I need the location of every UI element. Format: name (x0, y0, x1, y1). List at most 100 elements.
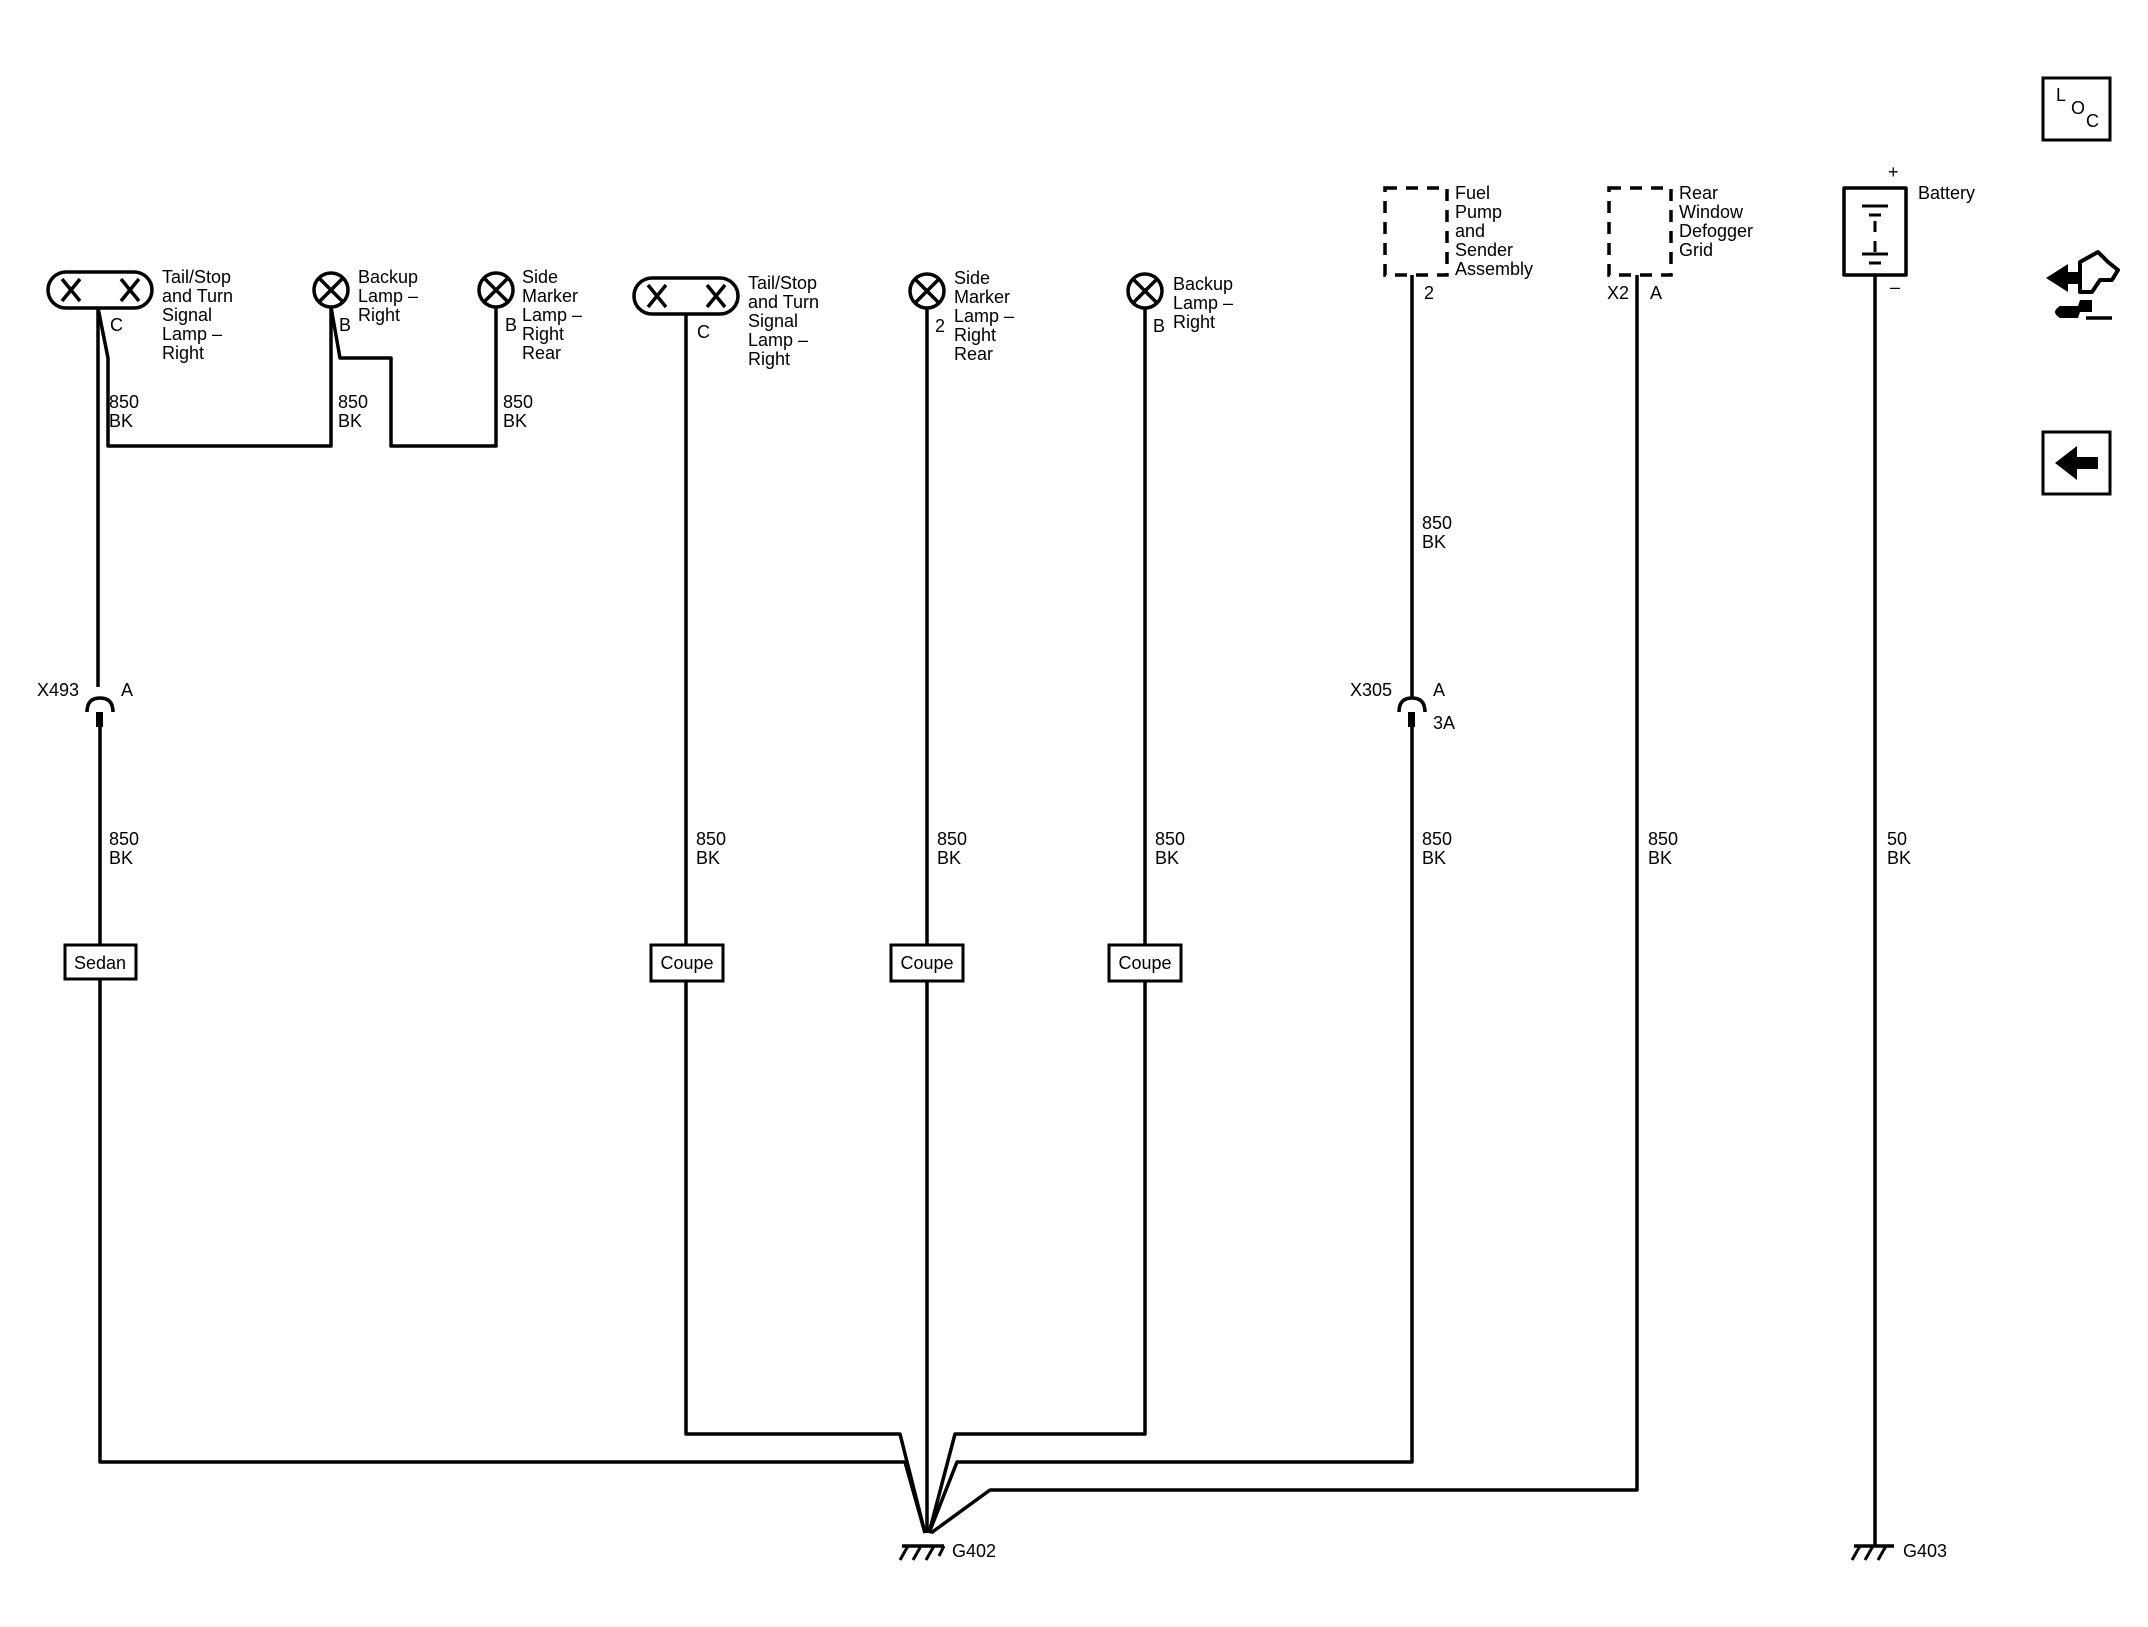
label-line: Fuel (1455, 183, 1490, 203)
defogger-module[interactable] (1607, 186, 1673, 277)
back-arrow-icon[interactable] (2041, 430, 2112, 496)
pin-label: C (110, 315, 123, 335)
coupe-backup-lamp[interactable] (1126, 272, 1164, 310)
label-line: Right (748, 349, 790, 369)
label-line: BK (696, 848, 720, 868)
label-line: Lamp – (1173, 293, 1233, 313)
fuel-pump-module[interactable] (1383, 186, 1449, 277)
ground-g403 (1850, 1544, 1894, 1561)
wire-sedan-tail (96, 307, 333, 448)
battery-plus: + (1888, 162, 1899, 182)
connector-x493-name: X493 (37, 680, 79, 700)
label-line: Backup (1173, 274, 1233, 294)
label-line: BK (1155, 848, 1179, 868)
label-line: Rear (954, 344, 993, 364)
pin-label: B (1153, 316, 1165, 336)
label-line: Right (162, 343, 204, 363)
label-line: 850 (109, 829, 139, 849)
label-line: Signal (162, 305, 212, 325)
wire-sedan-backup (329, 306, 498, 448)
label-line: 50 (1887, 829, 1907, 849)
location-icon[interactable]: L O C (2041, 76, 2112, 142)
ground-g403-label: G403 (1903, 1541, 1947, 1561)
option-sedan: Sedan (63, 943, 138, 981)
battery-label: Battery (1918, 183, 1975, 203)
connector-x305-pin2: 3A (1433, 713, 1455, 733)
label-line: BK (503, 411, 527, 431)
label-line: 850 (1155, 829, 1185, 849)
svg-text:L: L (2056, 85, 2066, 105)
option-coupe-2: Coupe (889, 943, 965, 983)
label-line: 850 (109, 392, 139, 412)
sedan-backup-lamp[interactable] (312, 271, 350, 309)
battery-minus: – (1890, 277, 1900, 297)
pin-label: 2 (935, 316, 945, 336)
label-line: Right (954, 325, 996, 345)
svg-text:Sedan: Sedan (74, 953, 126, 973)
svg-text:Coupe: Coupe (660, 953, 713, 973)
label-line: Backup (358, 267, 418, 287)
label-line: Side (522, 267, 558, 287)
connector-x493[interactable] (85, 696, 115, 727)
pin-label: B (339, 315, 351, 335)
label-line: Rear (1679, 183, 1718, 203)
label-line: Right (358, 305, 400, 325)
label-line: and Turn (162, 286, 233, 306)
label-line: 850 (338, 392, 368, 412)
label-line: Marker (522, 286, 578, 306)
label-line: BK (1422, 532, 1446, 552)
svg-text:Coupe: Coupe (900, 953, 953, 973)
label-line: BK (937, 848, 961, 868)
sedan-side-marker-lamp[interactable] (477, 271, 515, 309)
label-line: 850 (1648, 829, 1678, 849)
connector-x305-pin: A (1433, 680, 1445, 700)
svg-text:Coupe: Coupe (1118, 953, 1171, 973)
svg-text:C: C (2086, 111, 2099, 131)
label-line: Lamp – (162, 324, 222, 344)
option-coupe-3: Coupe (1107, 943, 1183, 983)
coupe-side-marker-lamp[interactable] (908, 272, 946, 310)
pin-label: C (697, 322, 710, 342)
label-line: Lamp – (954, 306, 1014, 326)
label-line: 850 (1422, 513, 1452, 533)
label-line: BK (1648, 848, 1672, 868)
battery[interactable] (1842, 186, 1908, 277)
option-coupe-1: Coupe (649, 943, 725, 983)
label-line: BK (1887, 848, 1911, 868)
ground-g402 (898, 1544, 946, 1561)
connector-swap-icon[interactable] (2046, 250, 2120, 320)
pin-label: B (505, 315, 517, 335)
label-line: Lamp – (522, 305, 582, 325)
sedan-tail-lamp[interactable] (46, 270, 154, 310)
svg-text:O: O (2071, 98, 2085, 118)
label-line: BK (1422, 848, 1446, 868)
label-line: Assembly (1455, 259, 1533, 279)
coupe-tail-lamp[interactable] (632, 276, 740, 316)
label-line: Battery (1918, 183, 1975, 203)
defogger-pin: A (1650, 283, 1662, 303)
label-line: Side (954, 268, 990, 288)
label-line: Window (1679, 202, 1744, 222)
connector-x493-pin: A (121, 680, 133, 700)
label-line: BK (109, 411, 133, 431)
label-line: Right (522, 324, 564, 344)
label-line: Right (1173, 312, 1215, 332)
label-line: BK (338, 411, 362, 431)
ground-g402-label: G402 (952, 1541, 996, 1561)
label-line: Tail/Stop (162, 267, 231, 287)
label-line: Signal (748, 311, 798, 331)
connector-x305[interactable] (1397, 696, 1427, 727)
